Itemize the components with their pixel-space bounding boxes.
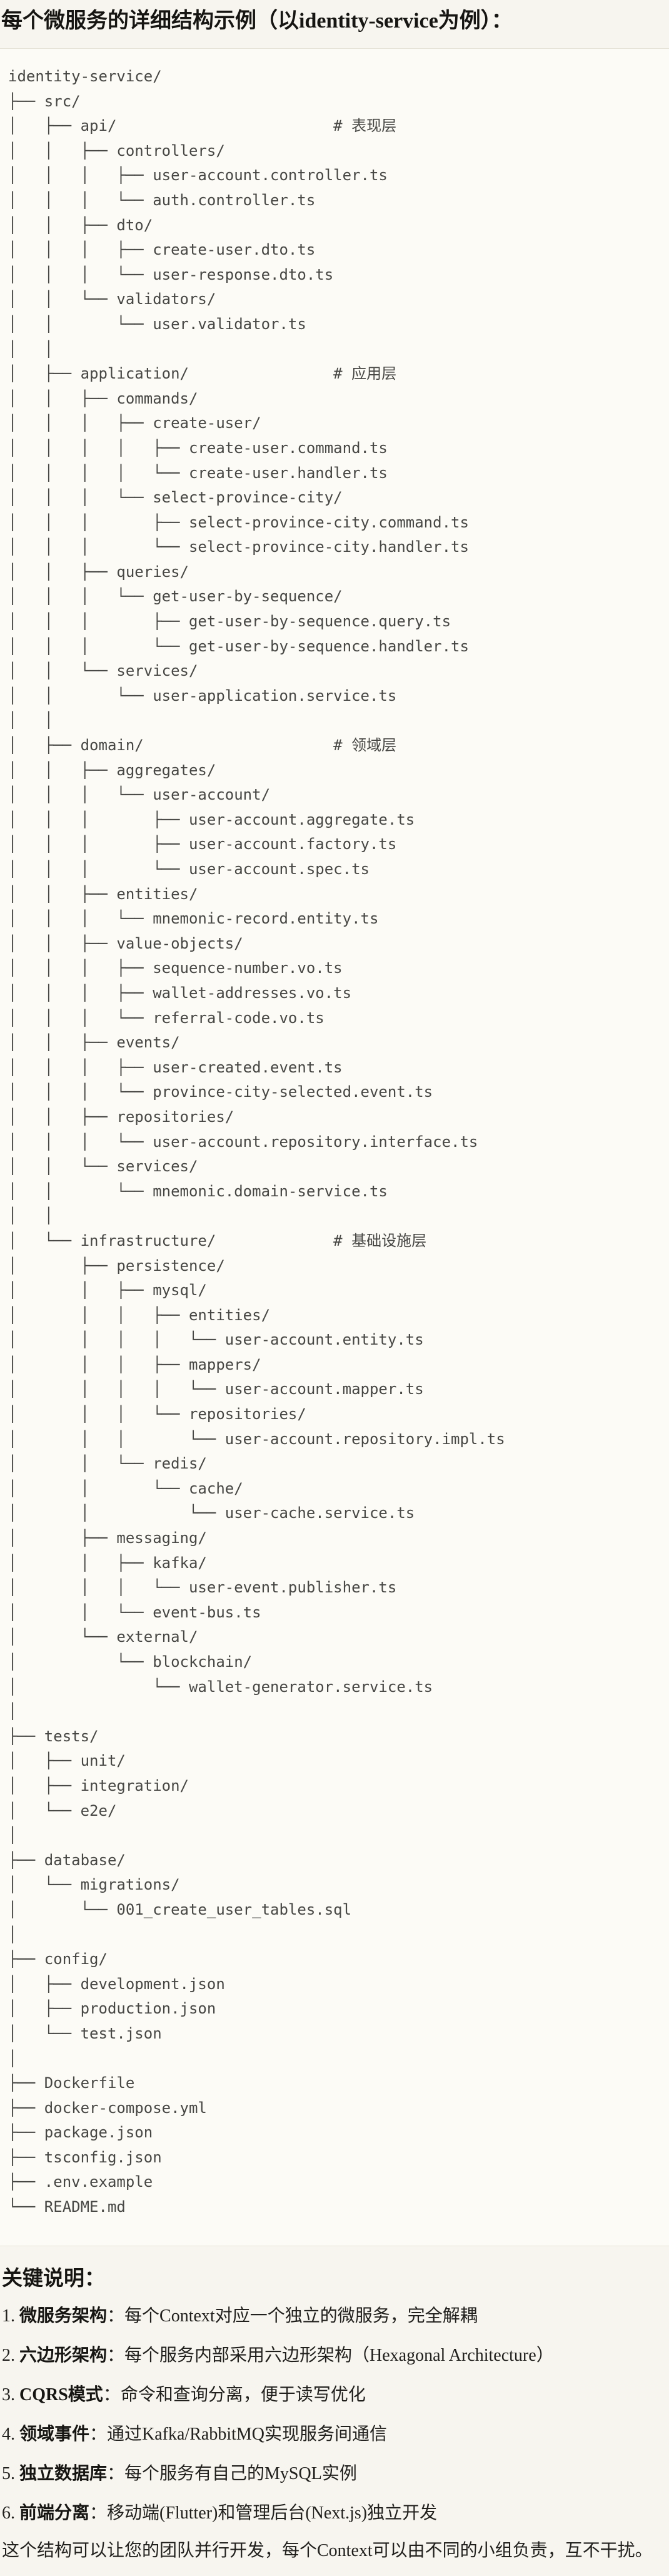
note-item: 6. 前端分离：移动端(Flutter)和管理后台(Next.js)独立开发 bbox=[2, 2501, 669, 2526]
note-number: 6. bbox=[2, 2503, 19, 2523]
note-number: 1. bbox=[2, 2306, 19, 2326]
note-label: CQRS模式 bbox=[19, 2385, 103, 2405]
note-text: 每个服务有自己的MySQL实例 bbox=[124, 2463, 357, 2483]
note-label: 微服务架构 bbox=[19, 2306, 108, 2326]
note-number: 2. bbox=[2, 2345, 19, 2365]
note-label: 独立数据库 bbox=[19, 2463, 108, 2483]
note-label: 前端分离 bbox=[19, 2503, 90, 2523]
file-tree-block: identity-service/ ├── src/ │ ├── api/ # … bbox=[0, 48, 669, 2246]
note-label: 六边形架构 bbox=[19, 2345, 108, 2365]
page-title: 每个微服务的详细结构示例（以identity-service为例）： bbox=[1, 9, 513, 33]
note-colon: ： bbox=[89, 2424, 108, 2444]
note-text: 每个Context对应一个独立的微服务，完全解耦 bbox=[124, 2306, 478, 2326]
note-colon: ： bbox=[107, 2463, 125, 2483]
note-number: 4. bbox=[2, 2424, 19, 2444]
note-item: 3. CQRS模式：命令和查询分离，便于读写优化 bbox=[2, 2383, 669, 2408]
note-item: 5. 独立数据库：每个服务有自己的MySQL实例 bbox=[2, 2461, 669, 2487]
note-colon: ： bbox=[107, 2306, 125, 2326]
note-number: 3. bbox=[2, 2385, 19, 2405]
notes-section: 关键说明： 1. 微服务架构：每个Context对应一个独立的微服务，完全解耦 … bbox=[0, 2265, 669, 2563]
note-label: 领域事件 bbox=[19, 2424, 90, 2444]
note-item: 1. 微服务架构：每个Context对应一个独立的微服务，完全解耦 bbox=[2, 2304, 669, 2329]
note-item: 2. 六边形架构：每个服务内部采用六边形架构（Hexagonal Archite… bbox=[2, 2343, 669, 2368]
note-colon: ： bbox=[89, 2503, 108, 2523]
note-colon: ： bbox=[107, 2345, 125, 2365]
note-text: 通过Kafka/RabbitMQ实现服务间通信 bbox=[107, 2424, 387, 2444]
file-tree: identity-service/ ├── src/ │ ├── api/ # … bbox=[8, 68, 505, 2216]
note-text: 移动端(Flutter)和管理后台(Next.js)独立开发 bbox=[107, 2503, 438, 2523]
note-text: 命令和查询分离，便于读写优化 bbox=[120, 2385, 366, 2405]
notes-heading: 关键说明： bbox=[2, 2267, 105, 2290]
note-colon: ： bbox=[103, 2385, 121, 2405]
notes-footer: 这个结构可以让您的团队并行开发，每个Context可以由不同的小组负责，互不干扰… bbox=[2, 2540, 653, 2560]
note-number: 5. bbox=[2, 2463, 19, 2483]
note-text: 每个服务内部采用六边形架构（Hexagonal Architecture） bbox=[124, 2345, 554, 2365]
note-item: 4. 领域事件：通过Kafka/RabbitMQ实现服务间通信 bbox=[2, 2422, 669, 2447]
